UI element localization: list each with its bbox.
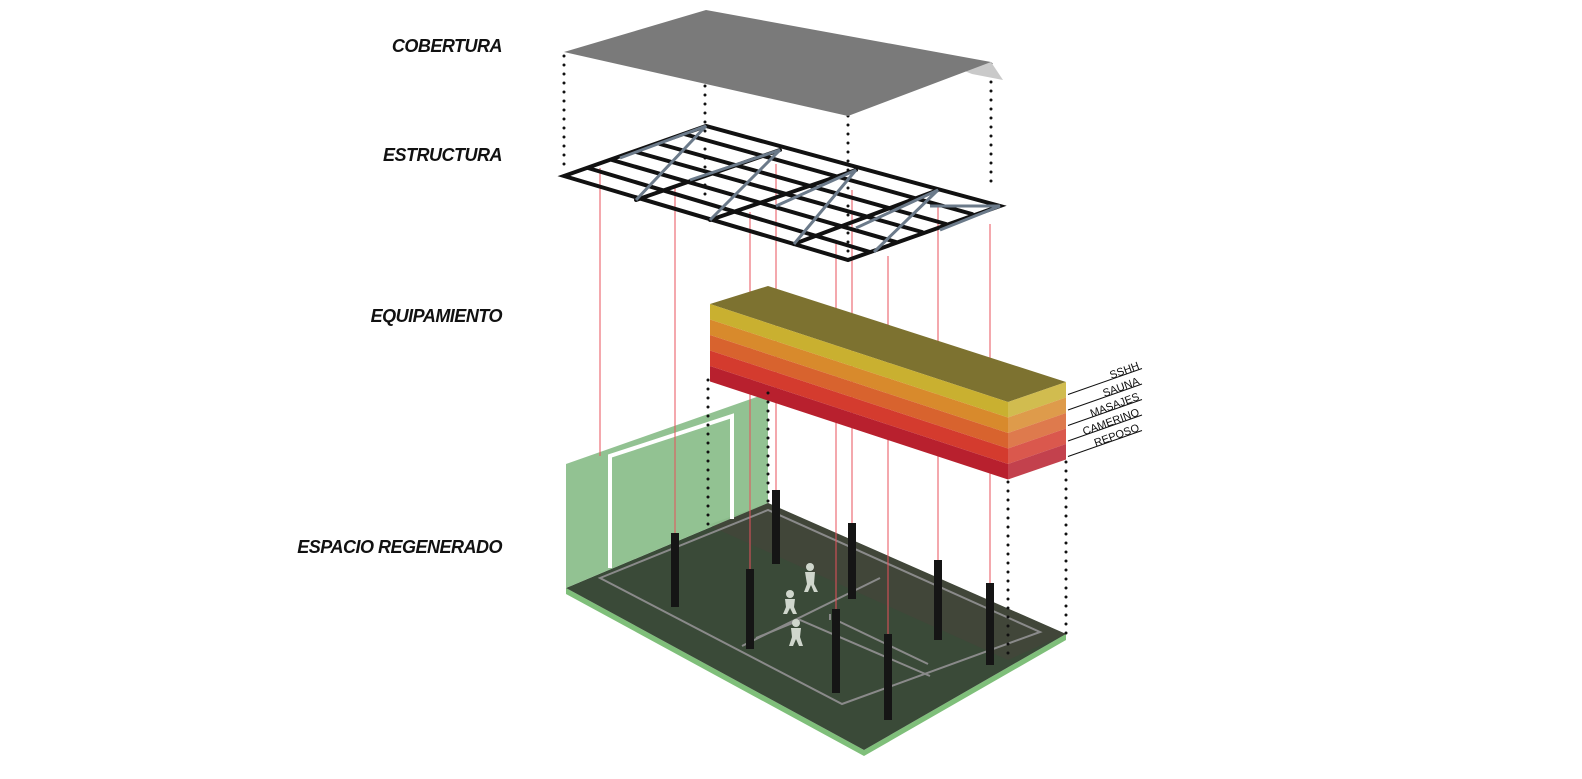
column [986, 583, 994, 665]
floor-shadow [708, 503, 1066, 660]
court-outline [597, 508, 1043, 706]
equipment-leader-line [1067, 368, 1143, 395]
equipment-band-side-reposo [1008, 444, 1066, 480]
cobertura-layer [564, 10, 1003, 116]
estructura-layer [557, 123, 1007, 263]
equipment-leader-line [1067, 399, 1143, 426]
label-estructura: ESTRUCTURA [383, 145, 502, 165]
label-equipamiento: EQUIPAMIENTO [371, 306, 503, 326]
espacio-regenerado-layer [566, 393, 1066, 756]
equipment-band-side-masajes [1008, 413, 1066, 449]
roof-edge [962, 62, 1003, 80]
roof-slab [564, 10, 991, 116]
player-figures [783, 563, 818, 646]
column [848, 523, 856, 599]
column [832, 609, 840, 693]
column [884, 634, 892, 720]
equipment-band-side-camerino [1008, 428, 1066, 464]
equipment-band-side-sauna [1008, 397, 1066, 433]
equipment-band-side-sshh [1008, 382, 1066, 418]
columns [671, 490, 994, 720]
equipment-leader-line [1067, 414, 1143, 442]
column [671, 533, 679, 607]
goal-frame [608, 413, 734, 568]
label-espacio-regenerado: ESPACIO REGENERADO [297, 537, 502, 557]
column [746, 569, 754, 649]
column [934, 560, 942, 640]
column [772, 490, 780, 564]
label-cobertura: COBERTURA [392, 36, 502, 56]
equipment-leader-line [1067, 430, 1143, 457]
equipment-band-sauna [710, 319, 1008, 433]
court-line-area-2 [835, 619, 929, 665]
equipment-band-reposo [710, 366, 1008, 480]
equipment-band-sshh [710, 304, 1008, 418]
equipment-band-masajes [710, 335, 1008, 449]
equipment-band-camerino [710, 350, 1008, 464]
back-wall [566, 393, 768, 588]
equipment-leader-line [1067, 383, 1143, 411]
equipment-top [710, 286, 1066, 402]
